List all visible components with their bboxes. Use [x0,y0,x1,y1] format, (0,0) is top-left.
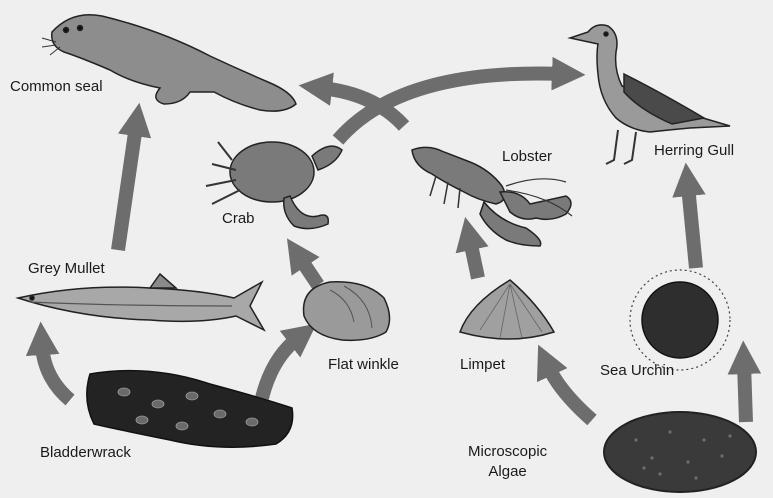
arrow-mullet-to-seal [118,126,136,250]
arrow-algae-to-urchin [744,364,746,422]
label-common-seal: Common seal [10,78,103,95]
label-grey-mullet: Grey Mullet [28,260,105,277]
arrow-limpet-to-lobster [470,240,478,278]
limpet-illustration [460,280,554,339]
label-crab: Crab [222,210,255,227]
label-microscopic-algae-line1: Microscopic [468,442,547,462]
microscopic-algae-illustration [604,412,756,492]
arrow-algae-to-limpet [548,366,592,420]
label-herring-gull: Herring Gull [654,142,734,159]
label-microscopic-algae: Microscopic Algae [468,442,547,482]
label-microscopic-algae-line2: Algae [468,462,547,482]
arrow-winkle-to-crab [300,258,318,285]
label-lobster: Lobster [502,148,552,165]
common-seal-illustration [42,15,296,111]
grey-mullet-illustration [18,274,264,330]
arrow-bladderwrack-to-winkle [262,338,298,398]
label-sea-urchin: Sea Urchin [600,362,674,379]
label-limpet: Limpet [460,356,505,373]
arrow-crab-to-gull [338,74,562,140]
arrow-bladderwrack-to-mullet [42,345,70,400]
label-flat-winkle: Flat winkle [328,356,399,373]
arrow-urchin-to-gull [688,186,696,268]
sea-urchin-illustration [630,270,730,370]
flat-winkle-illustration [304,282,390,341]
label-bladderwrack: Bladderwrack [40,444,131,461]
